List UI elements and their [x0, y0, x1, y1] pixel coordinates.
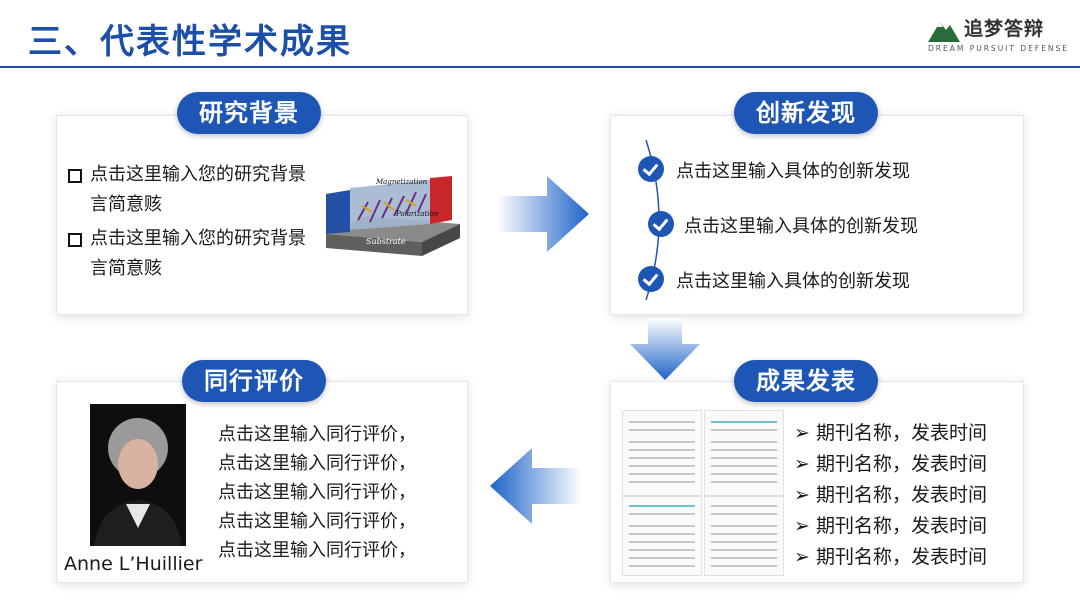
down-arrow-icon — [630, 318, 700, 380]
left-arrow-icon — [490, 448, 582, 524]
review-line: 点击这里输入同行评价， — [218, 540, 416, 561]
logo-subtitle: DREAM PURSUIT DEFENSE — [928, 44, 1070, 53]
check-circle-icon — [638, 266, 664, 292]
publication-item: ➢期刊名称，发表时间 — [794, 453, 988, 475]
arrow-bullet-icon: ➢ — [794, 546, 810, 568]
arrow-bullet-icon: ➢ — [794, 515, 810, 537]
review-heading: 同行评价 — [182, 360, 326, 402]
publication-item: ➢期刊名称，发表时间 — [794, 484, 988, 506]
arrow-bullet-icon: ➢ — [794, 422, 810, 444]
background-item: 点击这里输入您的研究背景言简意赅 — [68, 224, 318, 284]
review-line: 点击这里输入同行评价， — [218, 482, 416, 503]
innovation-heading: 创新发现 — [734, 92, 878, 134]
arrow-bullet-icon: ➢ — [794, 484, 810, 506]
review-line: 点击这里输入同行评价， — [218, 453, 416, 474]
person-name: Anne L’Huillier — [64, 553, 203, 575]
background-heading: 研究背景 — [177, 92, 321, 134]
publication-item: ➢期刊名称，发表时间 — [794, 515, 988, 537]
figure-label-substrate: Substrate — [366, 237, 406, 246]
right-arrow-icon — [497, 176, 589, 252]
mountain-logo-icon — [928, 22, 960, 42]
background-item: 点击这里输入您的研究背景言简意赅 — [68, 160, 318, 220]
arrow-bullet-icon: ➢ — [794, 453, 810, 475]
review-line: 点击这里输入同行评价， — [218, 424, 416, 445]
figure-label-magnetization: Magnetization — [375, 178, 428, 186]
paper-thumbnail — [704, 496, 784, 576]
publication-item: ➢期刊名称，发表时间 — [794, 546, 988, 568]
square-bullet-icon — [68, 169, 82, 183]
paper-thumbnail — [622, 496, 702, 576]
check-circle-icon — [648, 211, 674, 237]
paper-thumbnail — [704, 410, 784, 496]
paper-thumbnail — [622, 410, 702, 496]
square-bullet-icon — [68, 233, 82, 247]
research-figure: Magnetization Polarization Substrate — [326, 176, 460, 256]
review-line: 点击这里输入同行评价， — [218, 511, 416, 532]
publications-heading: 成果发表 — [734, 360, 878, 402]
logo-text: 追梦答辩 — [964, 18, 1045, 40]
portrait-photo — [90, 404, 186, 546]
publication-item: ➢期刊名称，发表时间 — [794, 422, 988, 444]
check-circle-icon — [638, 156, 664, 182]
title-divider — [0, 66, 1080, 68]
figure-label-polarization: Polarization — [395, 210, 439, 218]
page-title: 三、代表性学术成果 — [28, 22, 352, 62]
brand-logo: 追梦答辩 DREAM PURSUIT DEFENSE — [928, 14, 1068, 58]
